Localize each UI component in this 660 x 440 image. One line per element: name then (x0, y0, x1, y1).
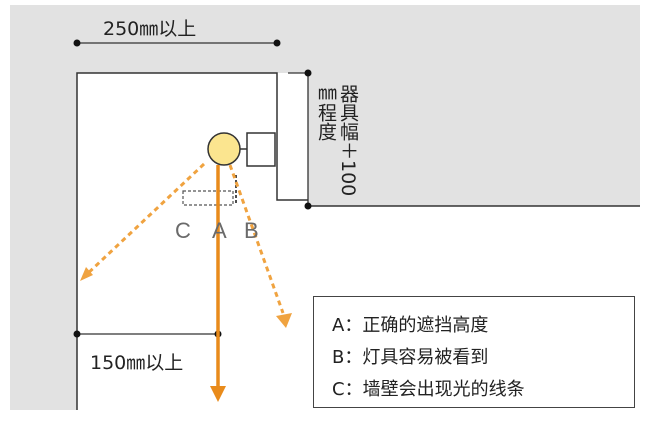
ray-a-arrowhead (210, 386, 226, 402)
side-dimension-label: 器具幅＋100㎜程度 (315, 84, 359, 197)
ray-b-letter: B (244, 218, 259, 243)
bottom-dimension-label: 150㎜以上 (90, 352, 184, 374)
bottom-dim-dot-left (73, 330, 81, 338)
ceiling-wall-shape (10, 5, 640, 410)
top-dim-dot-right (273, 39, 281, 47)
fixture-socket (246, 132, 276, 167)
opening-outline (76, 72, 308, 410)
ray-a-letter: A (212, 218, 227, 243)
ray-c-letter: C (175, 218, 191, 243)
legend-item-c: C：墙壁会出现光的线条 (332, 379, 525, 400)
top-dim-dot-left (73, 39, 81, 47)
light-bulb-icon (207, 132, 241, 166)
dashed-shield-box (182, 190, 234, 206)
legend-item-b: B：灯具容易被看到 (332, 347, 489, 368)
ray-c-arrowhead (80, 267, 93, 281)
side-dim-dot-bottom (304, 202, 312, 210)
ray-b-arrowhead (276, 313, 292, 328)
legend-box: A：正确的遮挡高度 B：灯具容易被看到 C：墙壁会出现光的线条 (313, 296, 635, 408)
top-dimension-label: 250㎜以上 (103, 18, 197, 40)
legend-item-a: A：正确的遮挡高度 (332, 315, 489, 336)
ray-c-line (83, 162, 206, 278)
side-dim-dot-top (304, 69, 312, 77)
